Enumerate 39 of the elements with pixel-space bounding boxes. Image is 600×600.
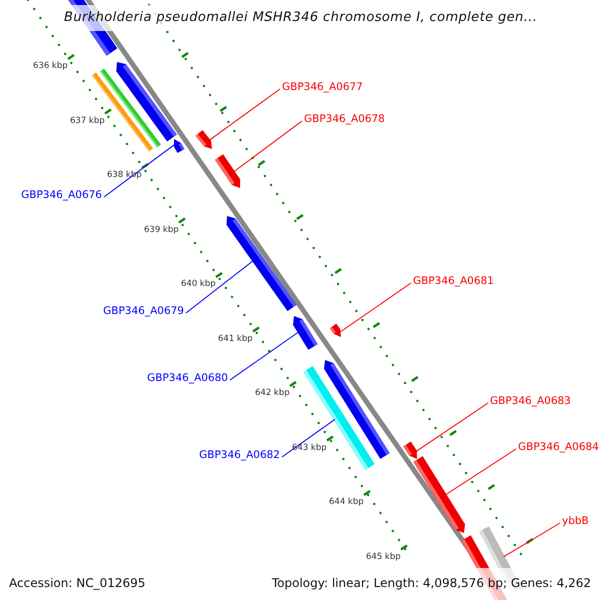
gene-feature	[214, 154, 240, 188]
gene-label: GBP346_A0676	[21, 188, 102, 202]
gene-feature	[116, 62, 177, 142]
gene-feature	[196, 130, 212, 149]
leader-line	[233, 120, 302, 172]
gene-label: GBP346_A0683	[490, 394, 571, 408]
gene-feature	[226, 216, 296, 312]
scale-label: 636 kbp	[33, 61, 68, 72]
leader-line	[230, 331, 300, 380]
leader-line	[282, 418, 336, 458]
gene-label: GBP346_A0680	[147, 371, 228, 385]
leader-line	[444, 448, 516, 496]
leader-line	[208, 88, 280, 141]
scale-label: 640 kbp	[181, 279, 216, 290]
gene-feature	[292, 316, 318, 350]
gene-label: GBP346_A0682	[199, 448, 280, 462]
scale-label: 642 kbp	[255, 388, 290, 399]
gene-feature	[174, 139, 184, 154]
leader-line	[503, 522, 560, 558]
scale-label: 641 kbp	[218, 334, 253, 344]
leader-line	[416, 402, 488, 452]
scale-label: 637 kbp	[70, 116, 105, 126]
gene-feature	[330, 324, 341, 337]
gene-feature	[413, 456, 465, 533]
gene-label: GBP346_A0679	[103, 304, 184, 318]
gene-label: GBP346_A0684	[518, 440, 599, 454]
gene-label: GBP346_A0677	[282, 80, 363, 94]
accession-text: Accession: NC_012695	[9, 575, 146, 592]
leader-line	[186, 260, 254, 314]
scale-label: 639 kbp	[144, 224, 179, 236]
leader-line	[104, 144, 174, 198]
gene-feature	[403, 442, 417, 459]
gene-label: GBP346_A0681	[413, 274, 494, 288]
genome-info-text: Topology: linear; Length: 4,098,576 bp; Genes: 4,262	[272, 575, 591, 592]
leader-line	[340, 282, 412, 332]
gene-label: GBP346_A0678	[304, 112, 385, 126]
scale-label: 644 kbp	[329, 497, 364, 508]
gene-label: ybbB	[562, 514, 589, 528]
scale-label: 645 kbp	[366, 552, 401, 562]
